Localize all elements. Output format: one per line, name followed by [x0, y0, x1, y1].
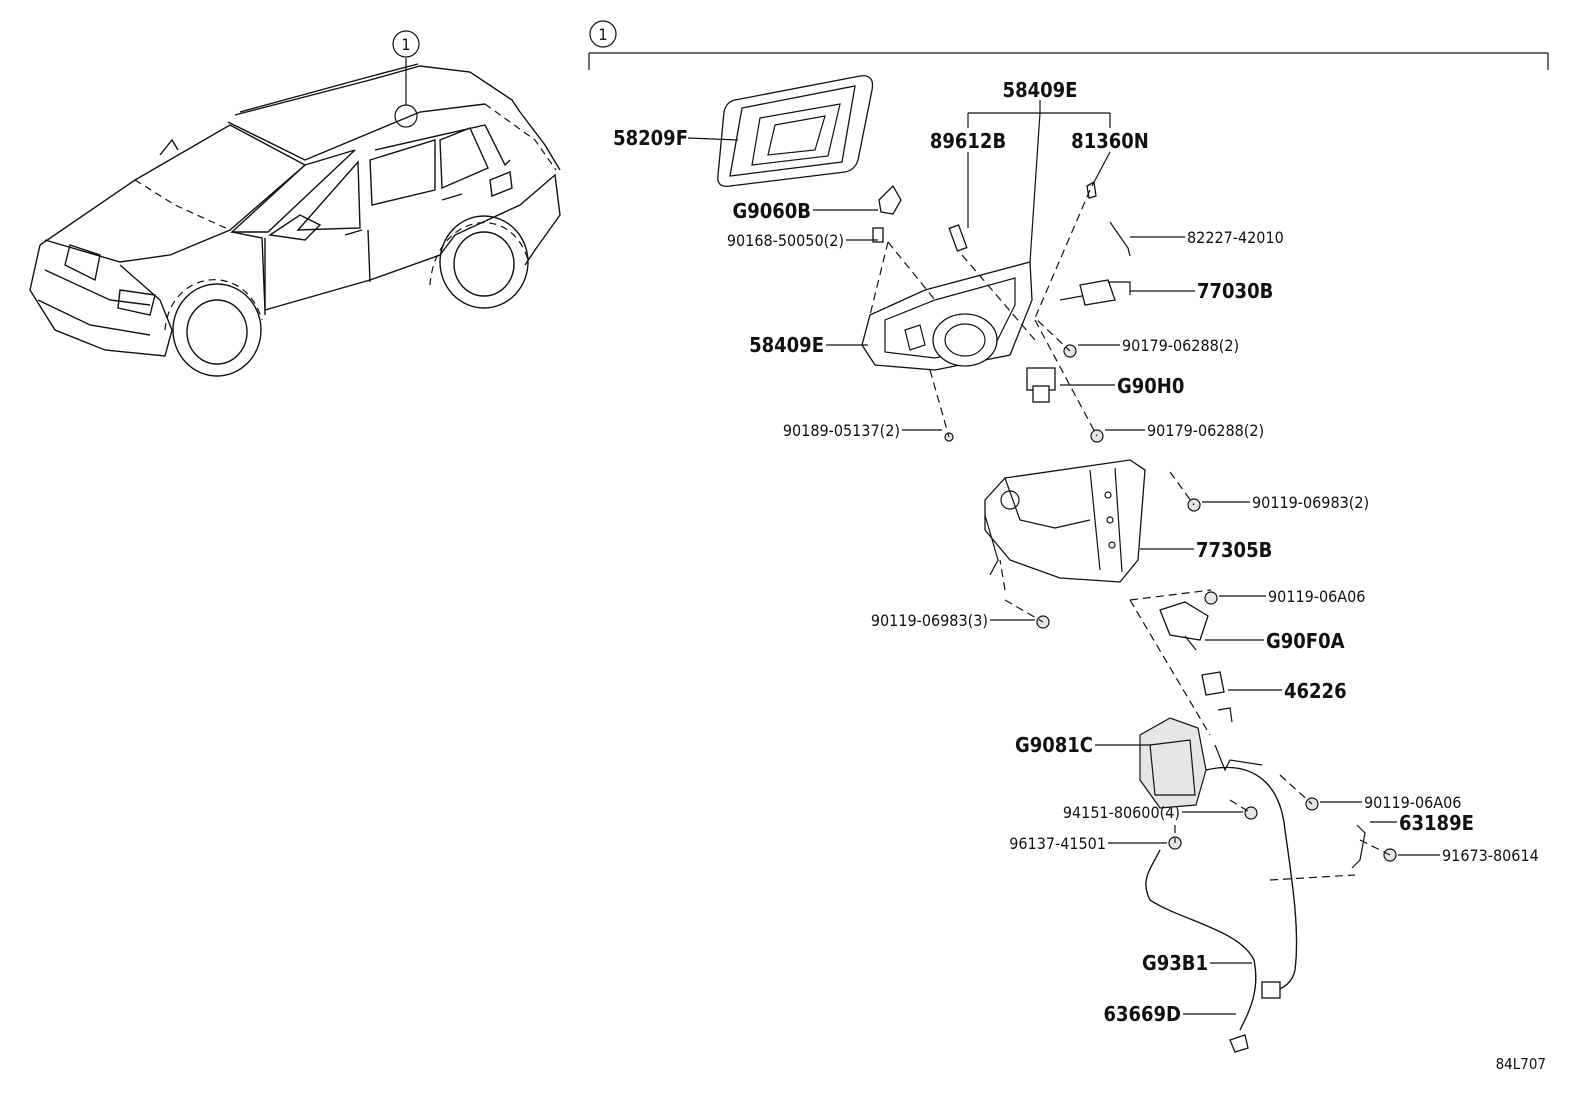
label-81360N: 81360N [1071, 129, 1149, 153]
inlet-module-G9081C [1139, 601, 1233, 809]
label-90119-06A06-a: 90119-06A06 [1268, 587, 1365, 606]
label-58409E-top: 58409E [1003, 78, 1078, 102]
label-90179-06288-b: 90179-06288(2) [1147, 421, 1264, 440]
callout-number-car: 1 [401, 35, 410, 54]
charge-port-lid-58209F [717, 75, 874, 187]
label-77030B: 77030B [1197, 279, 1273, 303]
label-96137-41501: 96137-41501 [1009, 834, 1106, 853]
label-90189-05137: 90189-05137(2) [783, 421, 900, 440]
label-77305B: 77305B [1196, 538, 1272, 562]
label-94151-80600: 94151-80600(4) [1063, 803, 1180, 822]
label-G93B1: G93B1 [1142, 951, 1208, 975]
charge-port-housing-58409E [861, 261, 1033, 371]
label-63189E: 63189E [1399, 811, 1474, 835]
vehicle-overview-illustration: 1 [29, 30, 561, 377]
diagram-reference-code: 84L707 [1496, 1055, 1546, 1073]
label-90119-06983-2: 90119-06983(2) [1252, 493, 1369, 512]
leader-lines [687, 100, 1440, 1015]
label-91673-80614: 91673-80614 [1442, 846, 1539, 865]
label-89612B: 89612B [930, 129, 1006, 153]
label-46226: 46226 [1284, 679, 1347, 703]
assembly-bracket: 1 [588, 20, 1549, 70]
assembly-dashed-lines [869, 189, 1391, 881]
label-G90H0: G90H0 [1117, 374, 1184, 398]
label-G90F0A: G90F0A [1266, 629, 1345, 653]
label-90119-06983-3: 90119-06983(3) [871, 611, 988, 630]
label-58209F: 58209F [613, 126, 688, 150]
label-G9081C: G9081C [1015, 733, 1093, 757]
wire-harness-G93B1 [1145, 744, 1298, 1053]
mounting-bracket-77305B [984, 459, 1146, 583]
label-90179-06288-a: 90179-06288(2) [1122, 336, 1239, 355]
label-82227-42010: 82227-42010 [1187, 228, 1284, 247]
label-90168-50050: 90168-50050(2) [727, 231, 844, 250]
label-G9060B: G9060B [732, 199, 811, 223]
label-90119-06A06-b: 90119-06A06 [1364, 793, 1461, 812]
callout-number-assembly: 1 [598, 25, 607, 44]
label-58409E-left: 58409E [749, 333, 824, 357]
part-labels: 58209F 58409E 89612B 81360N G9060B 90168… [613, 78, 1539, 1026]
label-63669D: 63669D [1103, 1002, 1181, 1026]
